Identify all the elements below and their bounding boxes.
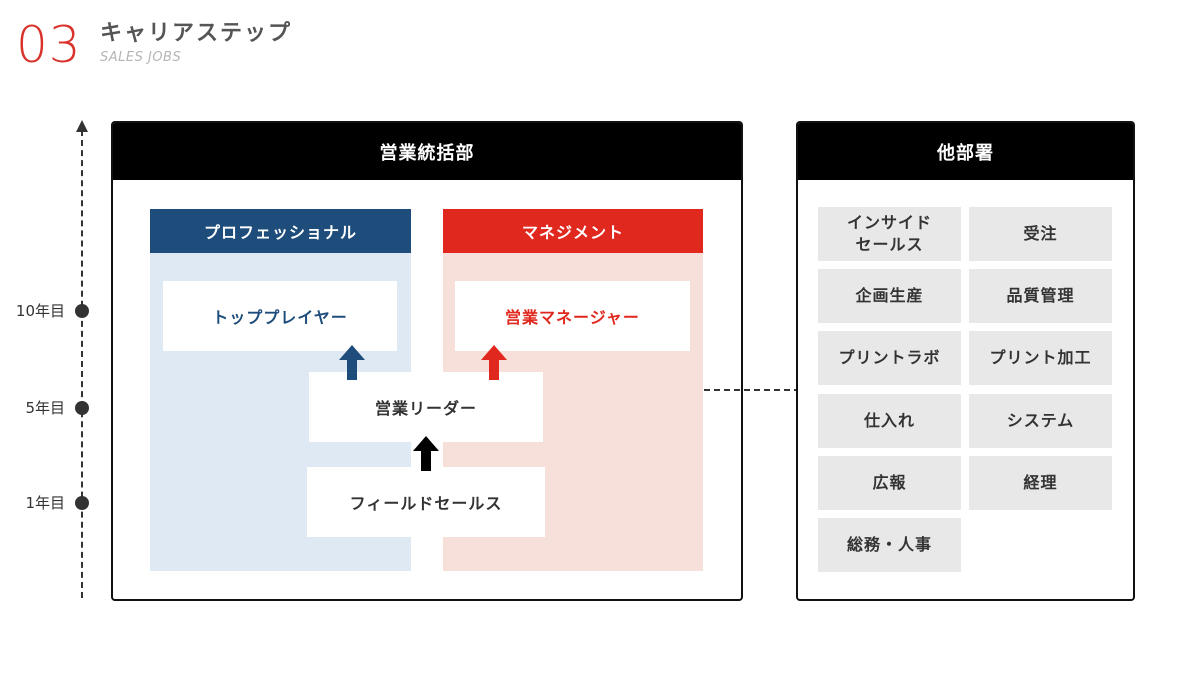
timeline-label-5y: 5年目 — [25, 399, 65, 417]
section-number: 03 — [16, 16, 82, 74]
arrow-up-management-icon — [481, 345, 507, 380]
dept-tile: 総務・人事 — [818, 518, 961, 572]
dept-tile: 仕入れ — [818, 394, 961, 448]
dept-tile: 受注 — [969, 207, 1112, 261]
professional-column-header: プロフェッショナル — [150, 209, 411, 253]
timeline-dot-1y — [75, 496, 89, 510]
sales-leader-box: 営業リーダー — [309, 372, 543, 442]
timeline-dot-5y — [75, 401, 89, 415]
timeline-dot-10y — [75, 304, 89, 318]
section-title: キャリアステップ — [100, 21, 293, 46]
dept-tile: 企画生産 — [818, 269, 961, 323]
timeline-axis — [81, 130, 83, 598]
dept-tile: 経理 — [969, 456, 1112, 510]
dept-tile: 広報 — [818, 456, 961, 510]
timeline-label-10y: 10年目 — [15, 302, 65, 320]
management-column-header: マネジメント — [443, 209, 703, 253]
timeline-label-1y: 1年目 — [25, 494, 65, 512]
dept-tile: インサイドセールス — [818, 207, 961, 261]
arrow-up-leader-icon — [413, 436, 439, 471]
arrow-up-professional-icon — [339, 345, 365, 380]
section-subtitle: SALES JOBS — [100, 50, 182, 65]
sales-manager-box: 営業マネージャー — [455, 281, 690, 351]
top-player-box: トッププレイヤー — [163, 281, 397, 351]
sales-division-title: 営業統括部 — [113, 123, 741, 180]
dept-tile: 品質管理 — [969, 269, 1112, 323]
field-sales-box: フィールドセールス — [307, 467, 545, 537]
dept-tile: プリントラボ — [818, 331, 961, 385]
dept-tile: プリント加工 — [969, 331, 1112, 385]
timeline-arrow-icon — [76, 120, 88, 132]
other-departments-title: 他部署 — [798, 123, 1133, 180]
dept-tile: システム — [969, 394, 1112, 448]
